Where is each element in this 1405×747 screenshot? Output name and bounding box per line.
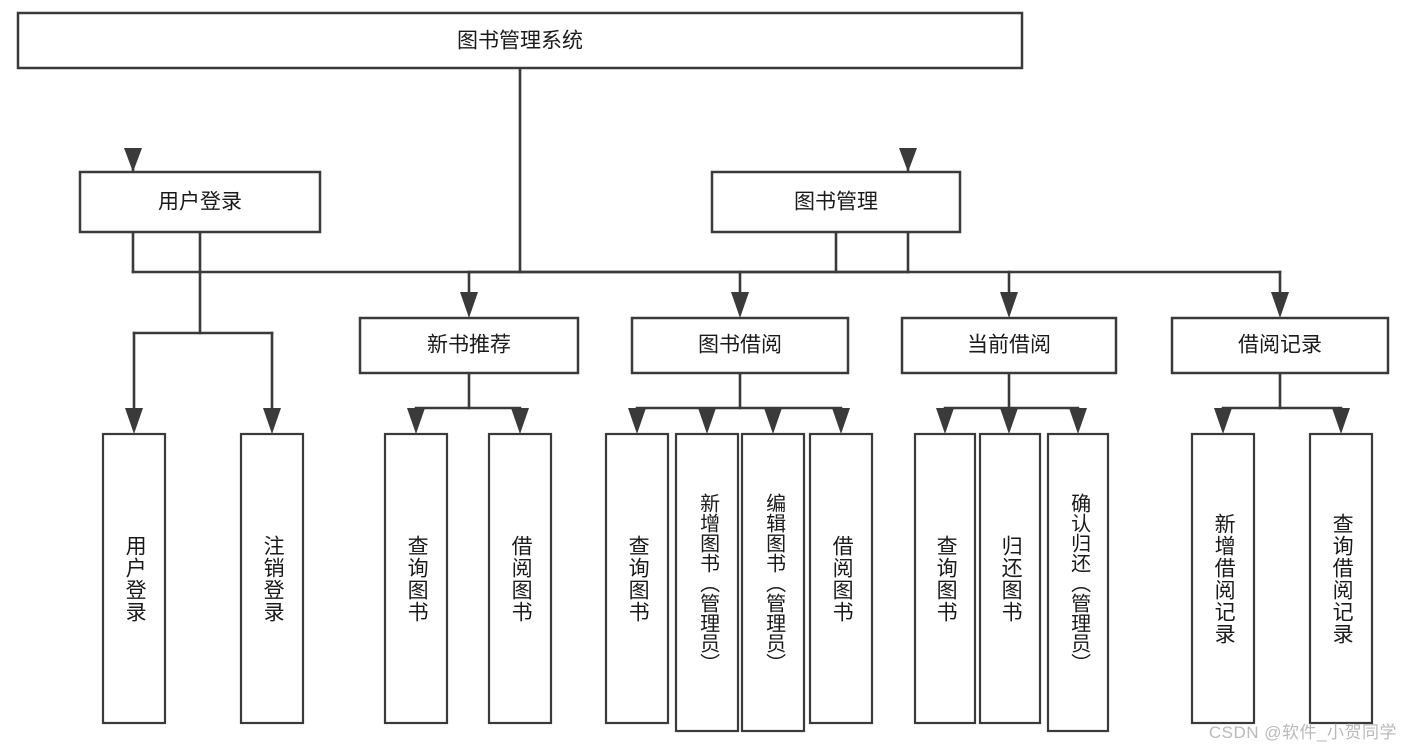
arrow-to-leaf-query-book-2: [628, 408, 646, 434]
arrow-to-leaf-borrow-book-1: [511, 408, 529, 434]
arrow-to-current-borrow: [1000, 292, 1018, 318]
leaf-add-borrow-record-rect[interactable]: [1190, 432, 1256, 725]
arrow-to-user-login: [124, 148, 142, 172]
node-new-book-recommend-label: 新书推荐: [427, 334, 511, 357]
node-book-borrow-label: 图书借阅: [698, 334, 782, 357]
arrow-to-book-manage: [899, 148, 917, 172]
node-book-manage[interactable]: 图书管理: [710, 170, 962, 234]
arrow-to-borrow-record: [1271, 292, 1289, 318]
leaf-edit-book-rect[interactable]: [740, 432, 806, 733]
leaf-logout-login-rect[interactable]: [239, 432, 305, 725]
leaf-query-book-1-rect[interactable]: [383, 432, 449, 725]
connector-root-to-level1: [124, 66, 917, 274]
node-borrow-record-label: 借阅记录: [1238, 334, 1322, 357]
connector-borrow-record-to-leaves: [1214, 371, 1350, 434]
leaf-confirm-return-rect[interactable]: [1046, 432, 1110, 733]
node-user-login[interactable]: 用户登录: [78, 170, 322, 234]
connector-user-login-to-leaves: [125, 230, 281, 434]
node-borrow-record[interactable]: 借阅记录: [1170, 316, 1390, 375]
arrow-to-leaf-add-borrow-record: [1214, 408, 1232, 434]
node-book-manage-label: 图书管理: [794, 191, 878, 214]
node-book-borrow[interactable]: 图书借阅: [630, 316, 850, 375]
arrow-to-new-book-recommend: [460, 292, 478, 318]
leaf-return-book-rect[interactable]: [978, 432, 1042, 725]
node-root[interactable]: 图书管理系统: [16, 11, 1024, 70]
node-new-book-recommend-rect[interactable]: [358, 316, 580, 375]
node-new-book-recommend[interactable]: 新书推荐: [358, 316, 580, 375]
arrow-to-leaf-query-book-1: [407, 408, 425, 434]
csdn-watermark: CSDN @软件_小贺同学: [1208, 723, 1397, 742]
leaf-boxes: [101, 432, 1374, 733]
connector-current-borrow-to-leaves: [936, 371, 1087, 434]
node-root-label: 图书管理系统: [457, 30, 583, 53]
connector-book-manage-to-level2: [460, 230, 1289, 318]
leaf-borrow-book-1-rect[interactable]: [487, 432, 553, 725]
arrow-to-leaf-return-book: [1000, 408, 1018, 434]
arrow-to-leaf-add-book: [698, 408, 716, 434]
node-current-borrow[interactable]: 当前借阅: [900, 316, 1118, 375]
leaf-user-login-rect[interactable]: [101, 432, 167, 725]
arrow-to-leaf-query-book-3: [936, 408, 954, 434]
node-current-borrow-label: 当前借阅: [967, 334, 1051, 357]
node-book-borrow-rect[interactable]: [630, 316, 850, 375]
node-user-login-label: 用户登录: [158, 191, 242, 214]
connector-book-borrow-to-leaves: [628, 371, 850, 434]
connector-new-book-recommend-to-leaves: [407, 371, 529, 434]
arrow-to-leaf-confirm-return: [1069, 408, 1087, 434]
leaf-query-book-3-rect[interactable]: [913, 432, 977, 725]
arrow-to-leaf-user-login: [125, 408, 143, 434]
node-current-borrow-rect[interactable]: [900, 316, 1118, 375]
node-book-manage-rect[interactable]: [710, 170, 962, 234]
node-root-rect[interactable]: [16, 11, 1024, 70]
node-user-login-rect[interactable]: [78, 170, 322, 234]
arrow-to-leaf-edit-book: [764, 408, 782, 434]
node-borrow-record-rect[interactable]: [1170, 316, 1390, 375]
arrow-to-leaf-borrow-book-2: [832, 408, 850, 434]
arrow-to-leaf-query-borrow-record: [1332, 408, 1350, 434]
leaf-query-borrow-record-rect[interactable]: [1308, 432, 1374, 725]
leaf-query-book-2-rect[interactable]: [604, 432, 670, 725]
arrow-to-leaf-logout-login: [263, 408, 281, 434]
arrow-to-book-borrow: [731, 292, 749, 318]
leaf-add-book-rect[interactable]: [674, 432, 740, 733]
leaf-borrow-book-2-rect[interactable]: [808, 432, 874, 725]
